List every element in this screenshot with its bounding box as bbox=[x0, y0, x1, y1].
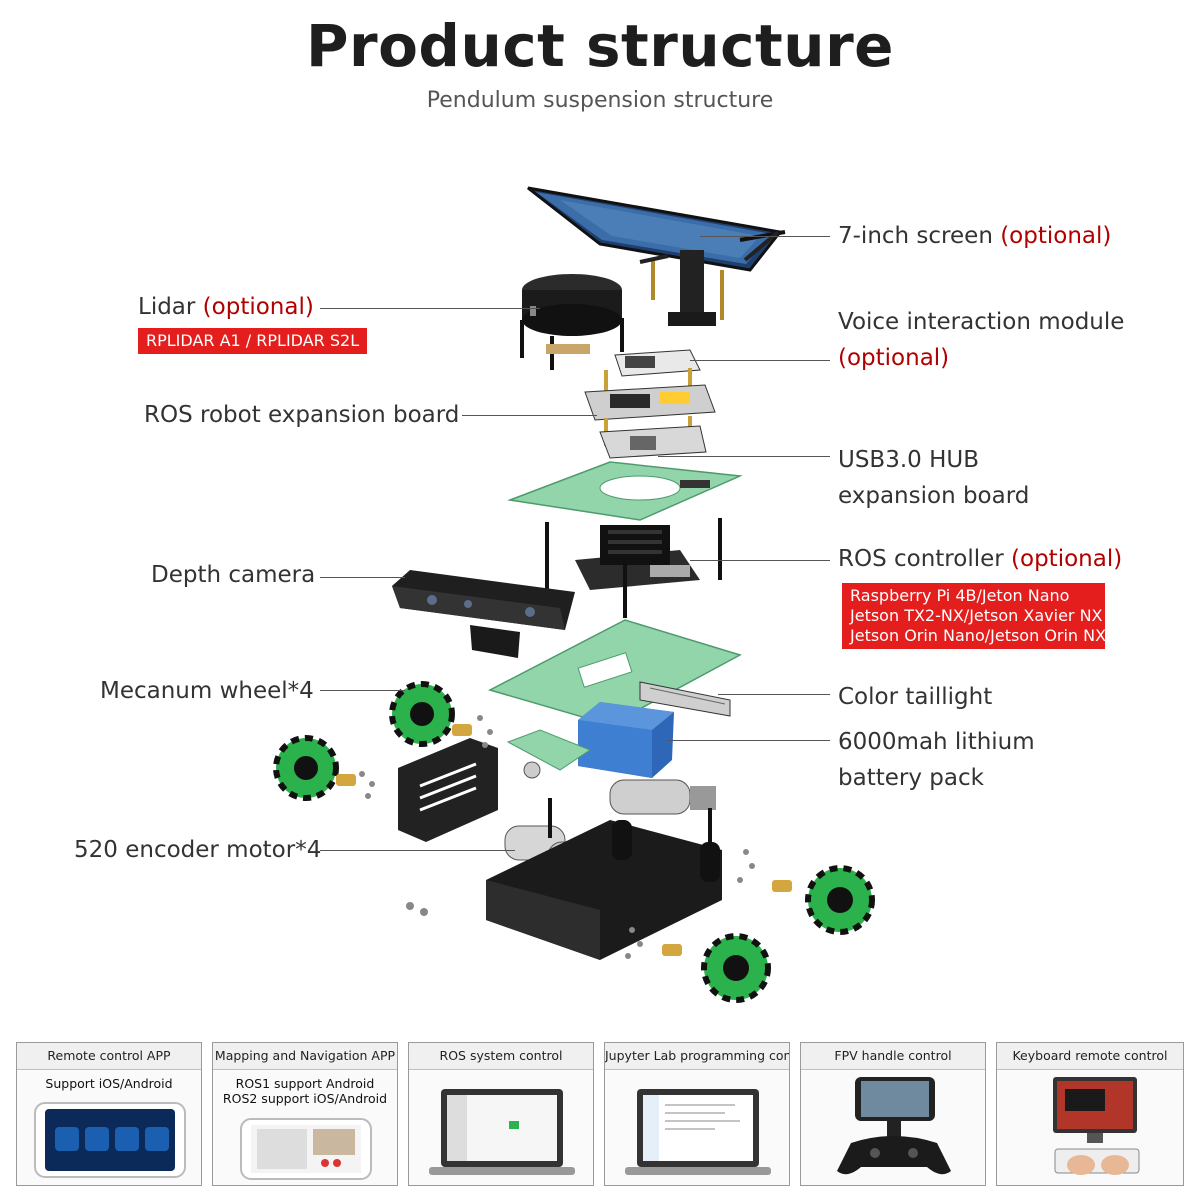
label-depth-camera: Depth camera bbox=[151, 562, 316, 588]
page-title: Product structure bbox=[305, 12, 895, 80]
page-subtitle: Pendulum suspension structure bbox=[426, 88, 774, 113]
controller-model-line: Jetson Orin Nano/Jetson Orin NX bbox=[850, 626, 1107, 645]
leader-depth-camera bbox=[320, 577, 405, 578]
board-stack-part bbox=[584, 349, 716, 459]
label-voice-optional: (optional) bbox=[838, 345, 950, 371]
label-controller-optional: (optional) bbox=[1011, 546, 1123, 572]
laptop-code-icon bbox=[625, 1089, 771, 1175]
lidar-part bbox=[520, 274, 624, 370]
card-title: ROS system control bbox=[409, 1043, 593, 1070]
top-plate-part bbox=[507, 461, 743, 521]
card-fpv-handle-control: FPV handle control bbox=[800, 1042, 986, 1186]
label-mecanum: Mecanum wheel*4 bbox=[100, 678, 314, 704]
label-ros-board: ROS robot expansion board bbox=[144, 402, 460, 428]
leader-motor bbox=[320, 850, 515, 851]
laptop-rviz-icon bbox=[429, 1089, 575, 1175]
exploded-robot-illustration bbox=[273, 186, 875, 1003]
leader-voice bbox=[690, 360, 830, 361]
card-ros-system-control: ROS system control bbox=[408, 1042, 594, 1186]
label-controller: ROS controller (optional) bbox=[838, 541, 1122, 577]
monitor-keyboard-icon bbox=[1053, 1077, 1140, 1175]
leader-lidar bbox=[320, 308, 540, 309]
mecanum-wheel-1 bbox=[389, 681, 455, 747]
controller-model-line: Raspberry Pi 4B/Jeton Nano bbox=[850, 586, 1070, 605]
card-keyboard-remote-control: Keyboard remote control bbox=[996, 1042, 1184, 1186]
card-mapping-navigation-app: Mapping and Navigation APP ROS1 support … bbox=[212, 1042, 398, 1186]
card-title: Mapping and Navigation APP bbox=[213, 1043, 397, 1070]
controller-part bbox=[545, 518, 722, 618]
label-lidar: Lidar (optional) bbox=[138, 289, 314, 325]
card-title: Jupyter Lab programming control bbox=[605, 1043, 789, 1070]
front-bracket-part bbox=[398, 738, 498, 842]
card-title: Keyboard remote control bbox=[997, 1043, 1183, 1070]
card-title: Remote control APP bbox=[17, 1043, 201, 1070]
card-title: FPV handle control bbox=[801, 1043, 985, 1070]
label-motor: 520 encoder motor*4 bbox=[74, 837, 322, 863]
leader-screen bbox=[700, 236, 830, 237]
leader-usb-hub bbox=[658, 456, 830, 457]
leader-mecanum bbox=[320, 690, 405, 691]
label-battery-1: 6000mah lithium bbox=[838, 729, 1035, 755]
chassis-part bbox=[486, 798, 722, 960]
screws-part bbox=[359, 715, 755, 959]
label-controller-main: ROS controller bbox=[838, 546, 1012, 572]
label-screen-main: 7-inch screen bbox=[838, 223, 1001, 249]
middle-plate-part bbox=[487, 619, 742, 726]
phone-app-icon bbox=[34, 1102, 186, 1178]
card-subtitle-line: ROS1 support Android bbox=[235, 1076, 375, 1091]
controller-model-tag: Raspberry Pi 4B/Jeton Nano Jetson TX2-NX… bbox=[842, 583, 1107, 649]
leader-controller bbox=[690, 560, 830, 561]
card-remote-control-app: Remote control APP Support iOS/Android bbox=[16, 1042, 202, 1186]
screen-part bbox=[527, 186, 786, 326]
label-screen-optional: (optional) bbox=[1000, 223, 1112, 249]
label-taillight: Color taillight bbox=[838, 684, 993, 710]
card-subtitle: Support iOS/Android bbox=[45, 1076, 173, 1091]
mecanum-wheel-3 bbox=[805, 865, 875, 935]
label-screen: 7-inch screen (optional) bbox=[838, 218, 1111, 254]
battery-part bbox=[578, 702, 674, 778]
label-usb-hub-1: USB3.0 HUB bbox=[838, 447, 980, 473]
label-voice: Voice interaction module bbox=[838, 309, 1125, 335]
mecanum-wheel-4 bbox=[701, 933, 771, 1003]
label-usb-hub-2: expansion board bbox=[838, 483, 1030, 509]
depth-camera-part bbox=[392, 570, 575, 658]
mecanum-wheel-2 bbox=[273, 735, 339, 801]
label-lidar-optional: (optional) bbox=[202, 294, 314, 320]
phone-map-icon bbox=[240, 1118, 372, 1180]
leader-ros-board bbox=[462, 415, 597, 416]
small-mount-part bbox=[506, 729, 592, 779]
couplers-part bbox=[336, 724, 792, 956]
card-jupyter-lab-control: Jupyter Lab programming control bbox=[604, 1042, 790, 1186]
label-battery-2: battery pack bbox=[838, 765, 984, 791]
leader-battery bbox=[668, 740, 830, 741]
lidar-model-tag: RPLIDAR A1 / RPLIDAR S2L bbox=[138, 328, 368, 354]
label-lidar-main: Lidar bbox=[138, 294, 203, 320]
leader-taillight bbox=[718, 694, 830, 695]
card-subtitle: ROS1 support Android ROS2 support iOS/An… bbox=[213, 1076, 397, 1106]
taillight-part bbox=[639, 681, 731, 717]
gamepad-phone-icon bbox=[837, 1077, 951, 1175]
controller-model-line: Jetson TX2-NX/Jetson Xavier NX bbox=[850, 606, 1103, 625]
card-subtitle-line: ROS2 support iOS/Android bbox=[222, 1091, 388, 1106]
